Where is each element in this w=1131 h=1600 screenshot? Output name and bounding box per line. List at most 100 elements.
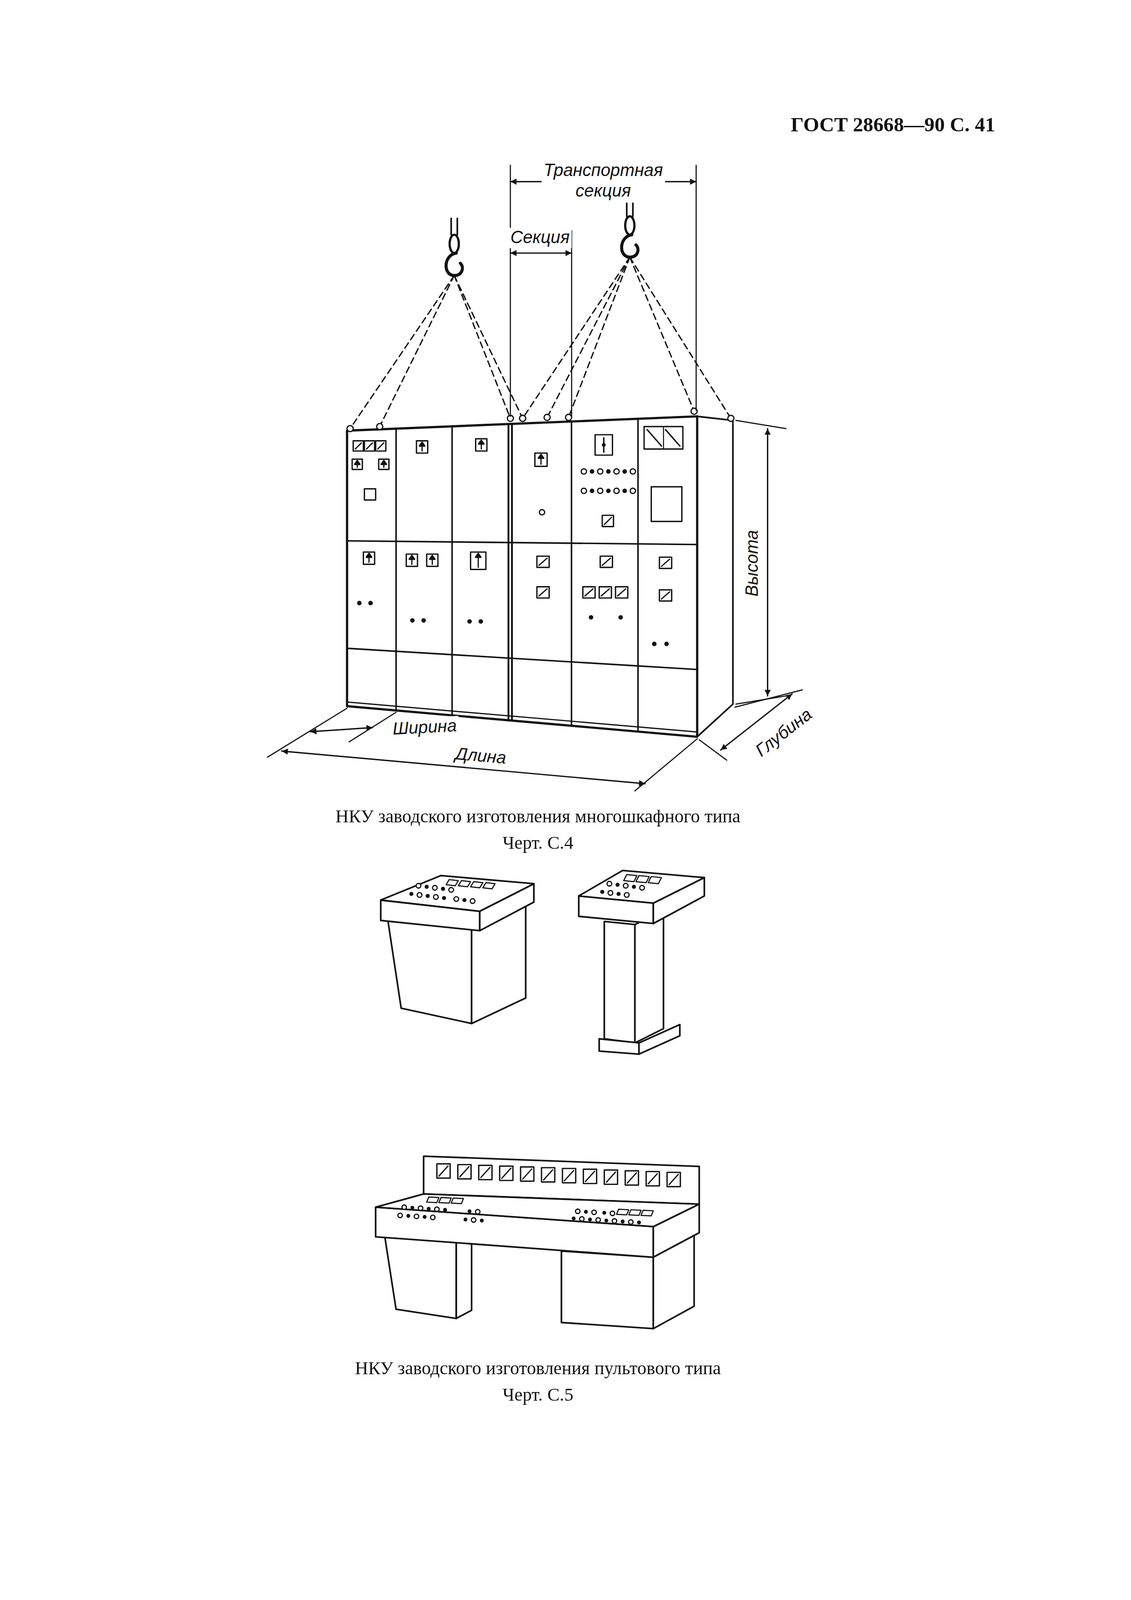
instrument-box [451, 1198, 464, 1204]
figure-caption: НКУ заводского изготовления многошкафног… [335, 806, 741, 828]
cabinet-front [347, 416, 698, 738]
instrument-box [470, 552, 486, 570]
figure-number: Черт. С.5 [502, 1384, 574, 1406]
arrow-head [429, 555, 435, 560]
indicator-dot [615, 882, 620, 887]
instrument-box [378, 459, 389, 470]
indicator-ring [401, 1205, 407, 1210]
sling-line [547, 257, 630, 418]
indicator-ring [609, 1211, 615, 1216]
indicator-dot [478, 619, 484, 625]
switch-symbol [355, 443, 362, 449]
switch-symbol [501, 1168, 511, 1179]
instrument-box [625, 1171, 639, 1186]
instrument-box [667, 1172, 681, 1187]
switch-symbol [366, 443, 373, 449]
instrument-box [364, 489, 376, 501]
indicator-dot [618, 615, 623, 621]
console-pedestal-side [456, 1241, 472, 1319]
indicator-dot [664, 641, 669, 647]
pedestal-column-side [635, 910, 664, 1044]
instrument-box [457, 1164, 471, 1179]
indicator-ring [579, 1217, 584, 1222]
switch-symbol [602, 558, 611, 566]
switch-symbol [438, 1166, 449, 1177]
dimension-label: Секция [508, 227, 572, 248]
instrument-box [616, 1209, 629, 1215]
indicator-ring [630, 488, 636, 494]
indicator-ring [581, 469, 587, 475]
switch-symbol [459, 1167, 470, 1178]
instrument-box [659, 589, 672, 602]
indicator-dot [636, 1220, 642, 1225]
instrument-box [375, 441, 386, 452]
lifting-eye [519, 415, 526, 422]
arrow-head [354, 460, 360, 465]
extension-line [267, 708, 348, 758]
indicator-dot [571, 1216, 576, 1221]
lifting-hook [446, 253, 463, 276]
indicator-dot [606, 469, 611, 475]
cabinet-divider [570, 421, 573, 726]
instrument-box [600, 556, 613, 568]
indicator-dot [368, 600, 373, 606]
instrument-box [646, 1172, 660, 1187]
chain-link [450, 218, 453, 235]
indicator-ring [614, 469, 620, 475]
extension-line [695, 165, 697, 411]
instrument-box [470, 881, 483, 888]
indicator-dot [443, 1208, 448, 1213]
instrument-box [604, 1170, 618, 1185]
indicator-dot [410, 618, 415, 623]
instrument-box [482, 882, 496, 889]
arrow-head [475, 553, 481, 558]
switch-symbol [627, 1172, 637, 1184]
console-pedestal [561, 1251, 654, 1330]
instrument-box [416, 441, 428, 454]
switch-symbol [661, 592, 670, 600]
arrow-head [409, 555, 415, 560]
console-body [387, 920, 472, 1024]
indicator-dot [441, 886, 446, 892]
indicator-dot [410, 1206, 415, 1211]
instrument-box [641, 1210, 654, 1217]
instrument-box [583, 1169, 597, 1184]
indicator-dot [406, 1214, 411, 1219]
switch-symbol [665, 429, 680, 447]
indicator-ring [639, 885, 645, 891]
dimension-line [310, 727, 373, 732]
indicator-ring [595, 1218, 601, 1223]
figure-number: Черт. С.4 [502, 832, 574, 854]
indicator-dot [589, 488, 595, 494]
console-desk-top [375, 1194, 699, 1228]
indicator-ring [416, 892, 422, 898]
indicator-dot [357, 600, 362, 606]
indicator-dot [588, 1217, 593, 1222]
dimension-label: Длина [452, 744, 510, 769]
compartment-line [347, 541, 698, 545]
lifting-eye [565, 414, 572, 421]
indicator-ring [591, 1210, 597, 1215]
instrument-box [478, 1165, 492, 1180]
lifting-eye [727, 415, 734, 422]
indicator-ring [608, 891, 613, 896]
indicator-dot [426, 1207, 431, 1212]
instrument-box [599, 586, 612, 599]
lifting-eye [544, 414, 551, 421]
indicator-ring [418, 1206, 423, 1211]
console-desk-top [578, 870, 705, 904]
switch-symbol [648, 1173, 658, 1184]
lifting-eye [519, 415, 526, 422]
extension-line [509, 165, 511, 417]
instrument-box [651, 486, 682, 522]
indicator-dot [442, 896, 447, 901]
instrument-box [499, 1166, 513, 1181]
switch-symbol [377, 443, 384, 449]
indicator-ring [448, 887, 454, 893]
pedestal-column [604, 921, 636, 1043]
console-pedestal [384, 1237, 457, 1319]
figure-caption: НКУ заводского изготовления пультового т… [354, 1358, 721, 1380]
indicator-ring [471, 1218, 476, 1223]
indicator-dot [631, 885, 636, 890]
switch-symbol [601, 588, 610, 597]
